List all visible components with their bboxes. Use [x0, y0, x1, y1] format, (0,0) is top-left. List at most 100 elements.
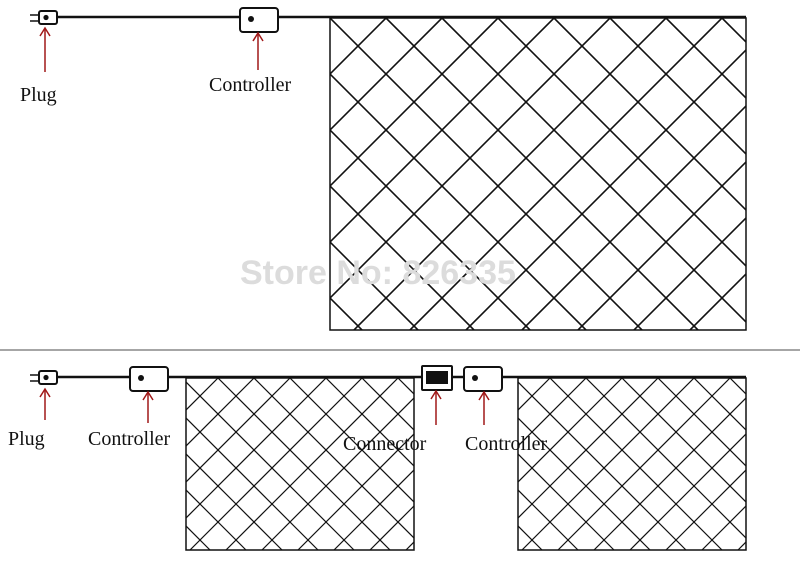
mesh-line — [0, 18, 250, 330]
mesh-line — [518, 378, 623, 483]
mesh-line — [330, 128, 531, 330]
mesh-line — [518, 378, 587, 447]
mesh-line — [289, 378, 414, 503]
net-mesh-lines — [0, 18, 746, 330]
mesh-line — [0, 18, 162, 330]
mesh-line — [186, 417, 319, 550]
mesh-line — [0, 378, 30, 550]
net-mesh-lines — [0, 378, 800, 550]
mesh-line — [330, 18, 555, 244]
mesh-line — [330, 18, 387, 76]
controller-1-label: Controller — [88, 428, 171, 450]
mesh-line — [0, 378, 38, 550]
store-watermark: Store No: 826335 — [240, 254, 516, 292]
controller-box-2 — [463, 366, 503, 392]
mesh-line — [629, 433, 746, 550]
mesh-line — [518, 489, 579, 550]
connector-arrow — [430, 389, 442, 425]
mesh-line — [409, 18, 723, 330]
mesh-line — [557, 378, 731, 550]
mesh-line — [737, 541, 746, 550]
mesh-line — [657, 378, 746, 467]
mesh-line — [518, 381, 687, 550]
mesh-line — [186, 489, 247, 550]
mesh-line — [774, 378, 800, 550]
mesh-line — [794, 378, 800, 550]
plug-icon — [30, 10, 58, 25]
mesh-line — [186, 378, 255, 447]
mesh-line — [665, 469, 746, 550]
mesh-line — [0, 18, 138, 330]
mesh-line — [297, 433, 414, 550]
mesh-line — [0, 18, 274, 330]
mesh-line — [518, 378, 659, 519]
mesh-line — [0, 378, 110, 550]
mesh-line — [0, 378, 102, 550]
net-mesh-lines — [0, 378, 800, 550]
mesh-line — [518, 453, 615, 550]
net-grid-bottom-2 — [0, 377, 800, 551]
mesh-line — [766, 378, 800, 550]
plug-arrow — [39, 26, 51, 72]
mesh-line — [0, 18, 106, 330]
mesh-line — [441, 18, 746, 324]
controller-arrow — [252, 31, 264, 70]
mesh-line — [0, 18, 26, 330]
mesh-line — [518, 417, 651, 550]
controller-1-arrow — [142, 390, 154, 423]
mesh-line — [745, 328, 746, 330]
mesh-line — [497, 18, 746, 268]
mesh-line — [0, 18, 194, 330]
mesh-line — [225, 378, 399, 550]
mesh-line — [621, 378, 746, 503]
mesh-line — [330, 184, 475, 330]
mesh-line — [330, 18, 611, 300]
mesh-line — [330, 72, 587, 330]
mesh-line — [577, 160, 746, 330]
mesh-line — [369, 505, 414, 550]
mesh-line — [186, 525, 211, 550]
net-grid-bottom-1 — [0, 377, 800, 551]
mesh-line — [0, 378, 2, 550]
mesh-line — [333, 469, 414, 550]
mesh-line — [189, 378, 363, 550]
mesh-line — [585, 378, 746, 539]
mesh-line — [0, 18, 50, 330]
mesh-line — [553, 18, 746, 212]
mesh-line — [758, 378, 800, 550]
net-grid-top — [0, 17, 747, 331]
mesh-line — [385, 18, 699, 330]
plug-icon — [30, 370, 58, 385]
mesh-line — [0, 378, 138, 550]
mesh-line — [0, 378, 154, 550]
controller-box — [239, 7, 279, 33]
mesh-line — [330, 18, 643, 330]
mesh-line — [186, 378, 327, 519]
mesh-line — [186, 381, 355, 550]
mesh-line — [353, 18, 667, 330]
mesh-line — [549, 378, 723, 550]
mesh-line — [253, 378, 414, 539]
mesh-line — [361, 378, 414, 431]
mesh-line — [186, 453, 283, 550]
mesh-line — [10, 378, 182, 550]
mesh-line — [689, 272, 746, 330]
mesh-line — [0, 378, 74, 550]
mesh-line — [186, 378, 219, 411]
connector-label: Connector — [343, 433, 427, 455]
mesh-line — [633, 216, 746, 330]
controller-label: Controller — [209, 74, 292, 96]
mesh-line — [217, 378, 391, 550]
mesh-line — [330, 18, 499, 188]
mesh-line — [0, 18, 82, 330]
mesh-line — [0, 378, 146, 550]
mesh-line — [593, 397, 746, 550]
mesh-line — [0, 378, 118, 550]
mesh-line — [665, 18, 746, 100]
mesh-line — [261, 397, 414, 550]
mesh-line — [0, 18, 218, 330]
mesh-line — [330, 240, 419, 330]
top-panel: Plug Controller — [0, 7, 747, 331]
mesh-line — [18, 378, 190, 550]
